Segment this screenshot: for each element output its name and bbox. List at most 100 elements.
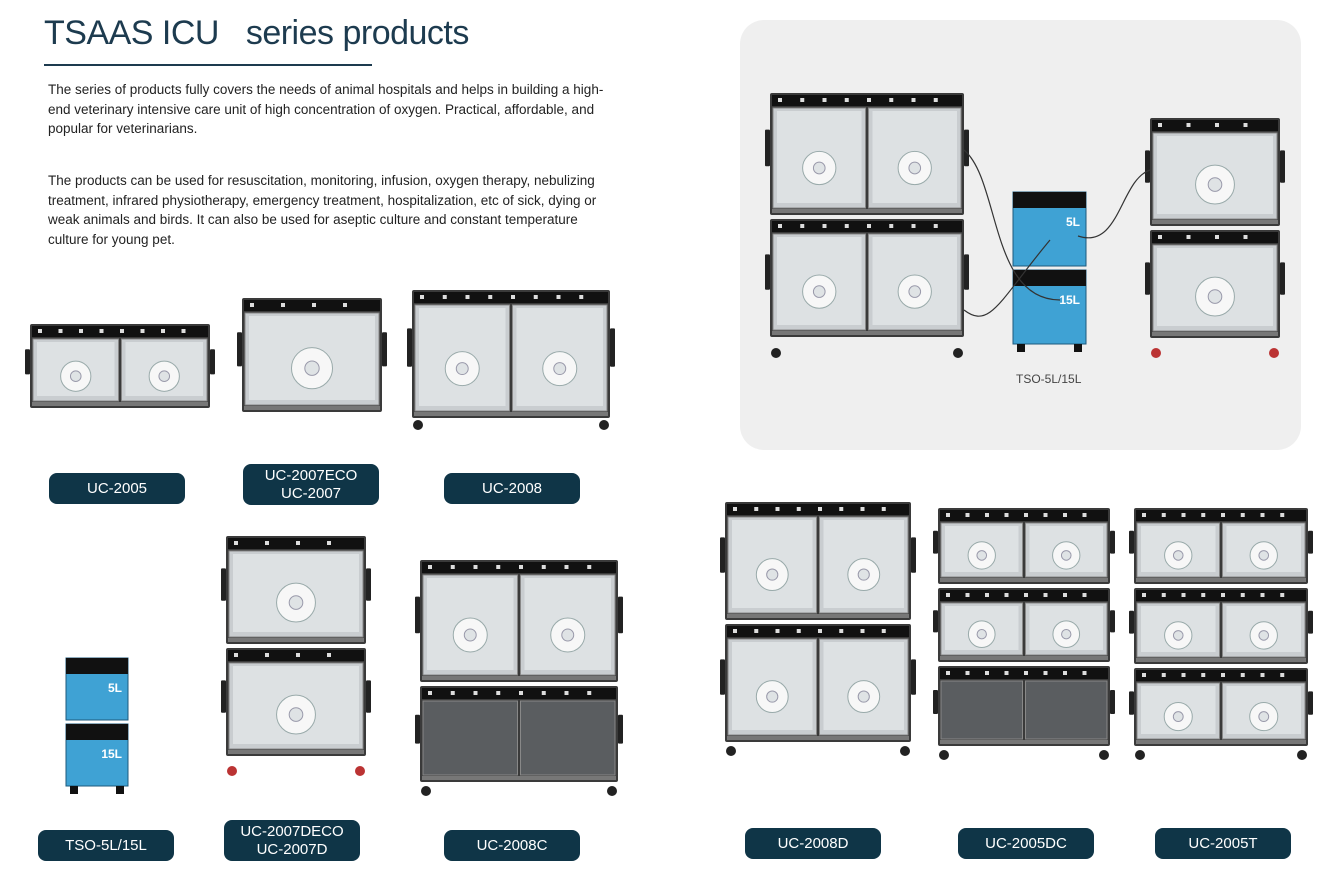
display-led	[1243, 123, 1248, 127]
fan-hub	[1172, 550, 1184, 561]
display-led	[1082, 671, 1087, 675]
display-led	[839, 507, 844, 511]
product-label-text: UC-2007ECO	[264, 466, 358, 484]
display-led	[265, 541, 269, 545]
display-led	[889, 98, 894, 102]
display-led	[281, 303, 285, 307]
display-led	[1158, 235, 1162, 239]
display-led	[822, 224, 827, 228]
handle-right	[382, 332, 387, 367]
display-led	[1043, 593, 1048, 597]
handle-left	[1145, 262, 1150, 295]
display-led	[1161, 513, 1166, 517]
fan-hub	[561, 628, 575, 642]
handle-right	[1110, 610, 1115, 633]
base-strip	[1136, 658, 1306, 662]
intro-paragraph-1: The series of products fully covers the …	[48, 82, 604, 136]
product-label-text: UC-2008	[481, 479, 543, 497]
base-strip	[772, 331, 962, 335]
handle-right	[1280, 150, 1285, 183]
display-led	[1043, 513, 1048, 517]
base-strip	[1136, 740, 1306, 744]
display-led	[1142, 513, 1146, 517]
base-strip	[228, 638, 364, 642]
product-label-uc-2005t[interactable]: UC-2005T	[1155, 828, 1291, 859]
display-led	[822, 98, 827, 102]
fan-hub	[1258, 550, 1270, 561]
fan-hub	[857, 568, 870, 581]
display-led	[99, 329, 104, 333]
product-label-uc-2008[interactable]: UC-2008	[444, 473, 580, 504]
display-led	[754, 629, 759, 633]
foot	[1074, 344, 1082, 352]
display-led	[1161, 673, 1166, 677]
caster-wheel	[1099, 750, 1109, 760]
handle-right	[911, 537, 916, 573]
handle-left	[765, 129, 770, 167]
display-led	[450, 691, 455, 695]
handle-right	[1110, 690, 1115, 714]
display-led	[775, 507, 780, 511]
display-led	[312, 303, 316, 307]
fan-hub	[553, 362, 567, 376]
handle-left	[933, 690, 938, 714]
display-led	[541, 691, 546, 695]
product-label-uc-2008d[interactable]: UC-2008D	[745, 828, 881, 859]
display-led	[120, 329, 124, 333]
display-led	[296, 541, 300, 545]
display-led	[844, 98, 849, 102]
display-led	[1181, 513, 1186, 517]
display-led	[985, 513, 989, 517]
fan-hub	[455, 362, 469, 376]
handle-right	[1308, 530, 1313, 554]
display-led	[1215, 235, 1219, 239]
display-led	[519, 691, 523, 695]
product-uc-2005t	[1129, 508, 1313, 760]
display-led	[420, 295, 424, 299]
base-strip	[422, 676, 616, 680]
product-uc-2008	[407, 290, 615, 430]
display-led	[1260, 673, 1265, 677]
display-led	[327, 653, 331, 657]
handle-left	[933, 530, 938, 554]
display-led	[844, 224, 849, 228]
product-label-uc-2005[interactable]: UC-2005	[49, 473, 185, 504]
product-label-tso[interactable]: TSO-5L/15L	[38, 830, 174, 861]
display-led	[1181, 593, 1186, 597]
display-led	[140, 329, 145, 333]
handle-right	[964, 254, 969, 290]
concentrator-capacity-label: 5L	[1066, 215, 1080, 229]
product-uc-2005	[25, 324, 215, 408]
display-led	[234, 653, 238, 657]
caster-wheel	[355, 766, 365, 776]
display-led	[79, 329, 83, 333]
display-led	[564, 565, 569, 569]
base-strip	[228, 750, 364, 754]
fan-hub	[766, 568, 779, 581]
fan-hub	[288, 595, 304, 610]
display-led	[1201, 593, 1206, 597]
setup-caption: TSO-5L/15L	[1016, 372, 1082, 386]
display-led	[556, 295, 561, 299]
fan-hub	[1207, 177, 1223, 192]
product-label-uc-2007deco[interactable]: UC-2007DECO UC-2007D	[224, 820, 360, 861]
display-led	[1280, 593, 1285, 597]
display-led	[839, 629, 844, 633]
display-led	[1221, 673, 1225, 677]
display-led	[946, 671, 950, 675]
page-title: TSAAS ICU series products	[44, 14, 469, 52]
product-label-uc-2007eco[interactable]: UC-2007ECO UC-2007	[243, 464, 379, 505]
display-led	[985, 593, 989, 597]
base-strip	[414, 412, 608, 416]
compartment-door	[422, 700, 518, 776]
display-led	[450, 565, 455, 569]
product-label-uc-2005dc[interactable]: UC-2005DC	[958, 828, 1094, 859]
product-uc-2007eco	[237, 298, 387, 412]
fan-hub	[158, 370, 171, 382]
oxygen-tube	[1077, 169, 1151, 239]
product-label-uc-2008c[interactable]: UC-2008C	[444, 830, 580, 861]
display-led	[1186, 123, 1191, 127]
display-led	[1082, 593, 1087, 597]
display-led	[778, 98, 782, 102]
fan-hub	[1258, 711, 1270, 723]
